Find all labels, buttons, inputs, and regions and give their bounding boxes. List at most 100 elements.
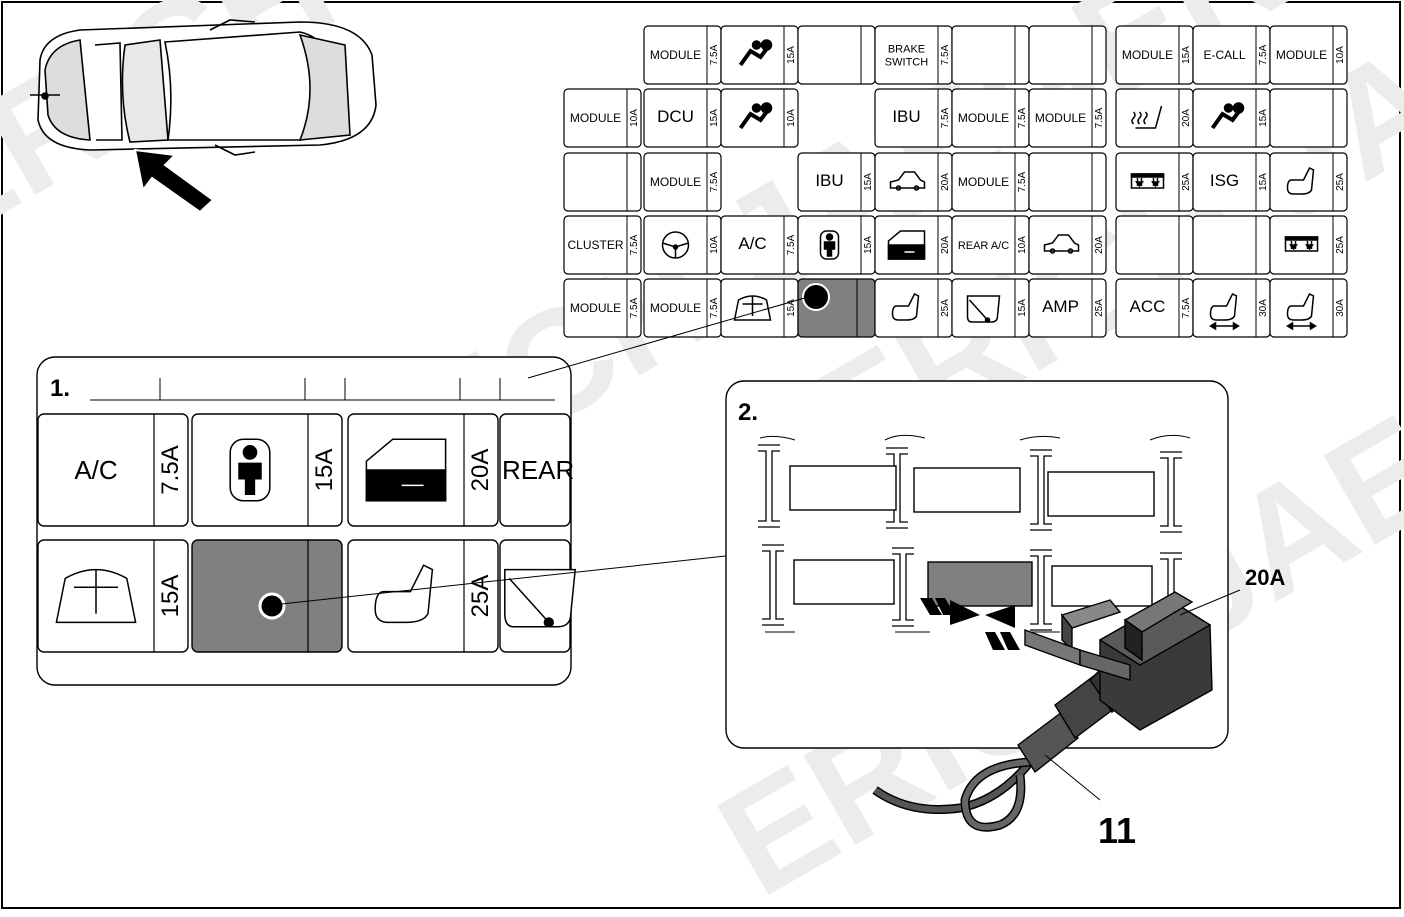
fuse-socket-slot [1047,471,1155,517]
fuse-socket-slot [789,465,897,511]
fuse-label: A/C [738,234,766,253]
fuse-amp-rating: 7.5A [629,297,640,318]
seat-icon [891,292,920,321]
airbag-icon [1210,102,1245,130]
fuse-amp-rating: 20A [940,236,951,254]
leader-line-2 [271,554,736,606]
fuse-amp-rating: 25A [1335,236,1346,254]
fuse-slot-frame [563,88,642,148]
fuse-label: BRAKE [888,44,925,56]
fuse-label: MODULE [650,48,701,62]
step-1-label: 1. [50,375,70,402]
fuse-label: MODULE [570,111,621,125]
fuse-amp-rating: 7.5A [1017,171,1028,192]
fuse-amp-rating: 20A [1181,109,1192,127]
seat-icon [1286,166,1315,195]
fuse-slot-frame [1115,215,1194,275]
fuse-amp-rating: 20A [1094,236,1105,254]
fuse-slot: ISG 15A [1192,152,1271,212]
fuse-slot [797,25,876,85]
car-top-view [30,19,377,156]
fuse-slot [1028,25,1107,85]
fuse-amp-rating: 15A [1258,173,1269,191]
socket-divider [892,547,914,627]
fuse-slot [951,25,1030,85]
add-a-fuse-tap [872,591,1213,832]
insertion-arrows [920,598,1020,650]
callout-leader [1044,754,1101,801]
window-icon [1130,173,1165,189]
fuse-slot [1269,88,1348,148]
fuse-label: ISG [1210,171,1239,190]
fuse-slot: 10A [643,215,722,275]
enlarged-fuse-label: A/C [74,455,117,485]
enlarged-fuse-amp: 15A [157,575,184,618]
fuse-slot: 25A [1115,152,1194,212]
fuse-slot: 10A [720,88,799,148]
enlarged-fuse-slot: REAR [499,413,574,527]
location-marker [802,283,830,311]
socket-divider [1030,449,1052,531]
fuse-slot-frame [797,25,876,85]
enlarged-fuse-slot: 15A [191,413,343,527]
fuse-slot: 25A [1269,215,1348,275]
fuse-amp-rating: 10A [786,109,797,127]
fuse-rating-label: 20A [1245,565,1285,590]
fuse-slot: 20A [1028,215,1107,275]
fuse-slot: 20A [874,215,953,275]
fuse-label: AMP [1042,297,1079,316]
fuse-slot: 30A [1269,278,1348,338]
fuse-amp-rating: 15A [786,46,797,64]
fuse-amp-rating: 10A [709,236,720,254]
seat-icon [374,564,434,624]
fuse-socket-slot [913,467,1021,513]
fuse-slot-frame [1192,215,1271,275]
fuse-slot: 20A [1115,88,1194,148]
fuse-slot-frame [563,278,642,338]
enlarged-fuse-slot: 20A [347,413,499,527]
fuse-slot [797,278,876,338]
fuse-slot-frame [563,215,642,275]
fuse-amp-rating: 15A [863,236,874,254]
fuse-amp-rating: 10A [629,109,640,127]
fuse-slot-frame [1028,152,1107,212]
enlarged-fuse-slot [191,539,343,653]
fuse-slot: MODULE 10A [563,88,642,148]
fuse-slot-frame [1269,278,1348,338]
detail-2-fuse-socket [758,434,1191,633]
fuse-amp-rating: 7.5A [1258,44,1269,65]
fuse-slot-frame [1028,25,1107,85]
door-icon [365,438,447,502]
fuse-slot [1028,152,1107,212]
steering-wheel-icon [661,231,690,259]
fuse-label: MODULE [1122,48,1173,62]
fuse-label: ACC [1130,297,1166,316]
socket-divider [758,444,780,528]
fuse-slot-frame [563,152,642,212]
seat-slide-icon [1286,292,1317,331]
fuse-slot [1115,215,1194,275]
socket-divider [1160,552,1182,624]
location-marker [258,592,286,620]
mirror-icon [504,568,577,628]
fuse-amp-rating: 15A [863,173,874,191]
enlarged-fuse-slot: 15A [37,539,189,653]
socket-divider [762,544,784,626]
enlarged-fuse-label: REAR [502,455,574,485]
fuse-slot [1192,215,1271,275]
